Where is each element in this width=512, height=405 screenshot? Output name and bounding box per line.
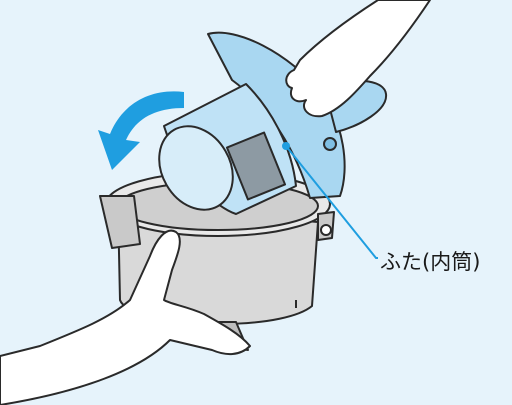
callout-label: ふた(内筒) xyxy=(380,246,480,276)
